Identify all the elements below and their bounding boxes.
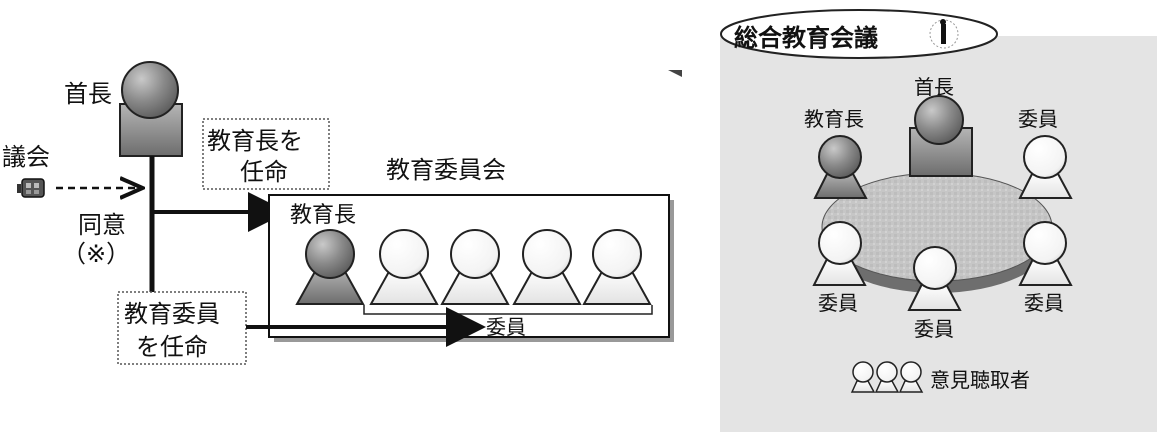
consent-note: （※） <box>62 240 130 268</box>
superintendent-label: 教育長 <box>290 203 356 228</box>
council-member-figure-right <box>1018 221 1073 286</box>
council-superintendent-label: 教育長 <box>804 107 864 131</box>
council-mayor-figure <box>909 95 973 177</box>
council-title: 総合教育会議 <box>734 24 878 52</box>
appoint-members-line2: を任命 <box>136 333 208 361</box>
member-figure-4 <box>582 229 652 305</box>
hearing-persons-icon <box>850 361 924 393</box>
appoint-members-line1: 教育委員 <box>124 300 220 328</box>
meeting-table <box>821 172 1053 293</box>
council-member-label-left: 委員 <box>818 291 858 315</box>
appoint-members-box <box>117 291 247 365</box>
council-superintendent-figure <box>813 135 868 199</box>
left-diagram: 首長 議会 同意 （※） 教育長を 任命 教育委員会 教育長 <box>2 61 682 365</box>
member-figure-3 <box>512 229 582 305</box>
superintendent-figure <box>295 229 365 305</box>
council-member-label-right: 委員 <box>1024 291 1064 315</box>
hearing-label: 意見聴取者 <box>930 368 1030 392</box>
council-member-figure-left <box>812 221 867 286</box>
council-title-ellipse <box>720 9 998 59</box>
assembly-label: 議会 <box>2 143 50 171</box>
consent-label: 同意 <box>78 211 126 239</box>
appoint-superintendent-line1: 教育長を <box>207 127 303 155</box>
member-figure-1 <box>369 229 439 305</box>
member-figure-2 <box>440 229 510 305</box>
right-diagram: 総合教育会議 首長 教育長 委員 <box>720 9 1157 432</box>
members-label: 委員 <box>486 315 526 339</box>
board-title: 教育委員会 <box>386 156 506 184</box>
members-bracket <box>363 305 653 315</box>
mayor-figure <box>119 61 183 157</box>
council-member-figure-top-right <box>1018 135 1073 199</box>
council-member-figure-bottom <box>907 246 962 311</box>
appoint-superintendent-box <box>202 118 330 190</box>
council-member-label-bottom: 委員 <box>914 317 954 341</box>
assembly-icon <box>17 178 45 198</box>
council-mayor-label: 首長 <box>914 75 954 99</box>
corner-tick <box>668 70 682 77</box>
appoint-superintendent-line2: 任命 <box>240 158 288 186</box>
speaker-icon <box>929 19 959 49</box>
mayor-label: 首長 <box>64 80 112 108</box>
council-member-label-top-right: 委員 <box>1018 107 1058 131</box>
